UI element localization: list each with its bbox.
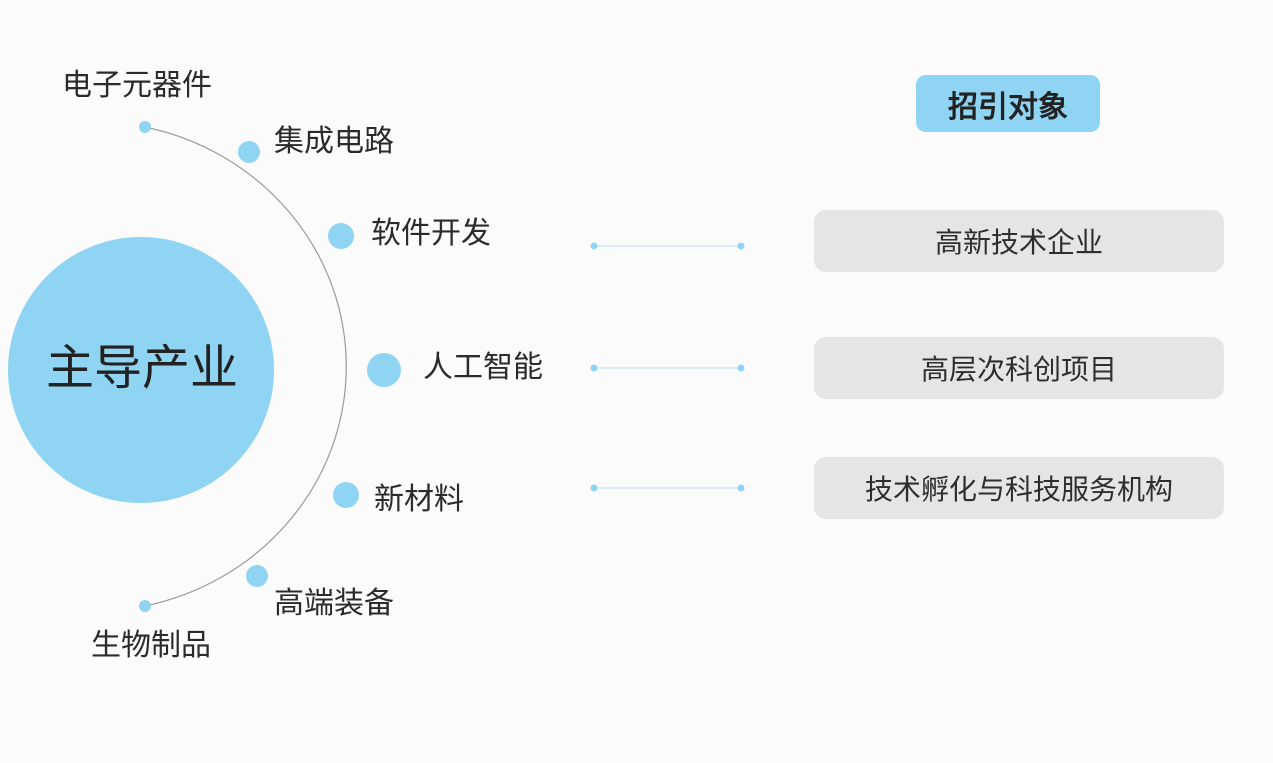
industry-label-software-development: 软件开发 (371, 216, 491, 251)
industry-label-new-materials: 新材料 (374, 482, 464, 517)
hub-circle (8, 237, 274, 503)
industry-node (328, 223, 354, 249)
industry-node (238, 141, 260, 163)
hub-label: 主导产业 (45, 340, 238, 396)
industry-label-biological-products: 生物制品 (91, 628, 211, 663)
target-item-high-level-projects: 高层次科创项目 (814, 337, 1224, 399)
industry-node (139, 121, 151, 133)
target-item-high-tech-enterprises: 高新技术企业 (814, 210, 1224, 272)
target-item-incubation-service-institutions: 技术孵化与科技服务机构 (814, 457, 1224, 519)
industry-label-integrated-circuits: 集成电路 (274, 124, 394, 159)
industry-arc (144, 126, 347, 607)
industry-node (367, 353, 401, 387)
connector-1 (590, 242, 745, 250)
industry-node (139, 600, 151, 612)
connector-2 (590, 364, 745, 372)
industry-label-electronic-components: 电子元器件 (62, 68, 212, 103)
industry-node (333, 482, 359, 508)
industry-node (246, 565, 268, 587)
industry-label-high-end-equipment: 高端装备 (274, 586, 394, 621)
targets-header: 招引对象 (916, 75, 1100, 132)
connector-3 (590, 484, 745, 492)
industry-label-artificial-intelligence: 人工智能 (423, 350, 543, 385)
